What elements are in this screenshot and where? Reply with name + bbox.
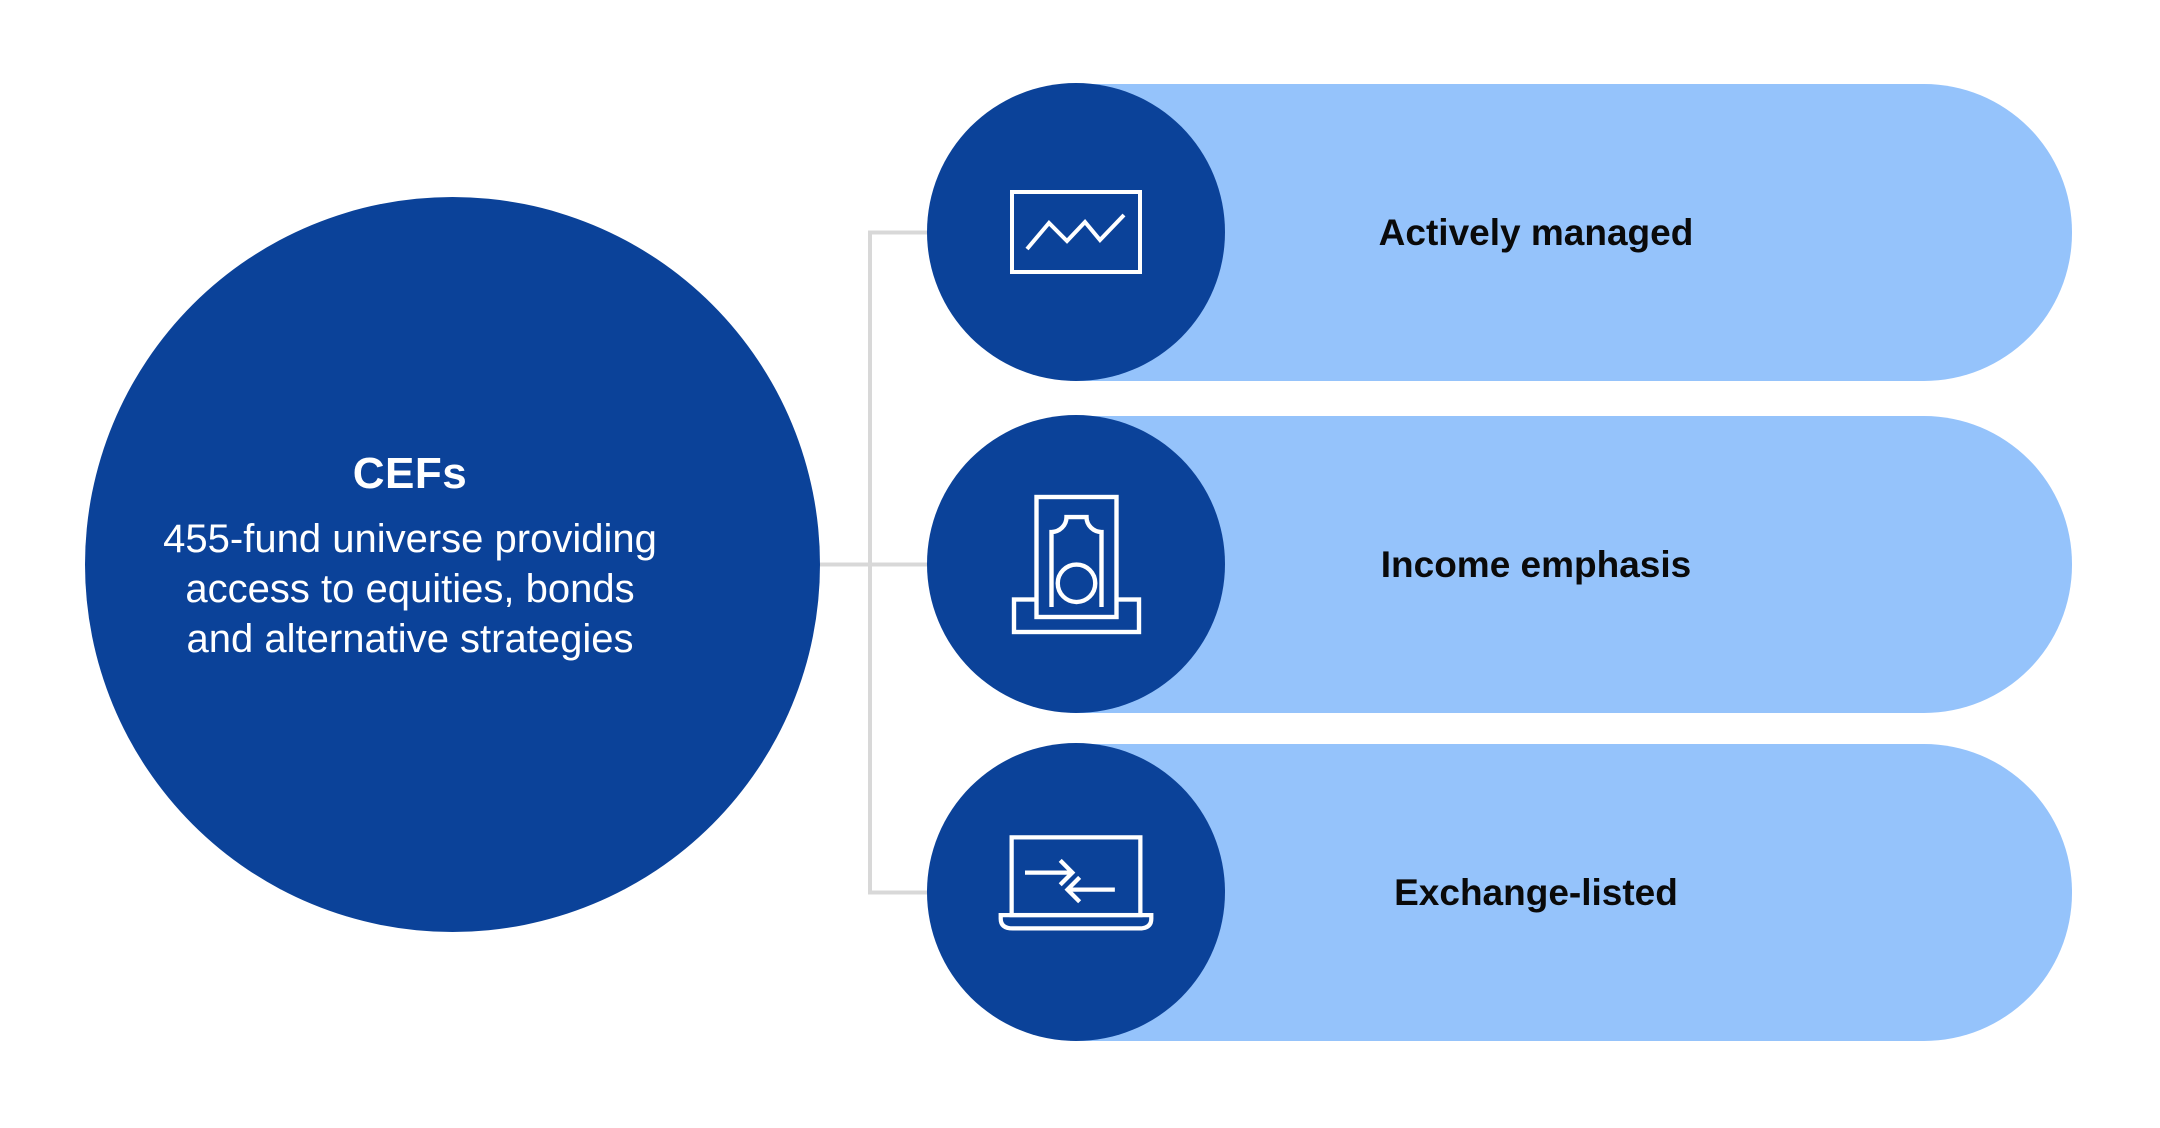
- branch-row-actively-managed: Actively managed: [0, 83, 2160, 381]
- branch-label: Actively managed: [1378, 211, 1694, 253]
- line-chart-icon: [1010, 190, 1142, 274]
- branch-node-circle: [927, 415, 1225, 713]
- laptop-transfer-icon: [998, 835, 1154, 931]
- banknote-icon: [1011, 494, 1141, 634]
- hub-description: 455-fund universe providing access to eq…: [85, 514, 735, 664]
- branch-row-exchange-listed: Exchange-listed: [0, 743, 2160, 1041]
- branch-node-circle: [927, 743, 1225, 1041]
- branch-pill: [1070, 744, 2072, 1041]
- branch-label: Income emphasis: [1380, 543, 1692, 585]
- hub-description-line: access to equities, bonds: [185, 567, 635, 612]
- hub-title: CEFs: [352, 449, 468, 498]
- branch-pill: [1070, 416, 2072, 713]
- hub-description-line: 455-fund universe providing: [163, 517, 657, 562]
- hub-circle: [85, 197, 820, 932]
- branch-pill: [1070, 84, 2072, 381]
- hub-text-block: CEFs 455-fund universe providing access …: [85, 449, 735, 664]
- hub-description-line: and alternative strategies: [186, 617, 634, 662]
- branch-row-income-emphasis: Income emphasis: [0, 415, 2160, 713]
- branch-node-circle: [927, 83, 1225, 381]
- branch-label: Exchange-listed: [1394, 871, 1678, 913]
